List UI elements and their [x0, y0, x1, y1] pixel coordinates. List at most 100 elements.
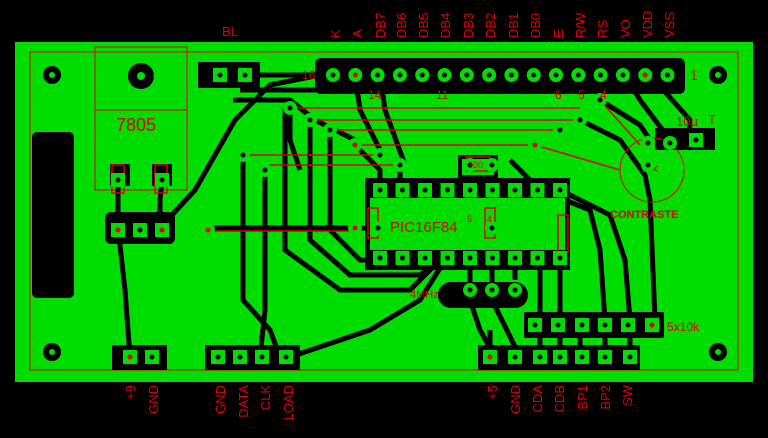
capacitor-label: 10µ	[676, 114, 698, 129]
top-label: VDD	[640, 11, 655, 38]
top-label: DB5	[416, 13, 431, 38]
top-label: DB7	[373, 13, 388, 38]
pad-hole	[352, 72, 358, 78]
pad-hole	[127, 354, 133, 360]
pin-number-4: 4	[600, 88, 607, 102]
pad-hole	[602, 354, 608, 360]
battery-slot	[32, 132, 74, 298]
top-header-labels: BL K A DB7 DB6 DB5 DB4 DB3 DB2 DB1 DB0 E…	[222, 11, 677, 39]
pad-hole	[557, 187, 563, 193]
pad-hole	[377, 152, 383, 158]
pad-hole	[645, 140, 651, 146]
top-label: RS	[595, 20, 610, 38]
pad-hole	[532, 322, 538, 328]
pad-hole	[579, 322, 585, 328]
pad-hole	[159, 177, 165, 183]
pad-hole	[259, 354, 265, 360]
top-label: A	[350, 29, 365, 38]
top-label: R/W	[573, 12, 588, 38]
pad-hole	[667, 140, 673, 146]
crystal-label: 4MHz	[410, 289, 439, 301]
pad-hole	[149, 354, 155, 360]
pad-hole	[645, 162, 651, 168]
top-label: E	[551, 29, 566, 38]
pad-hole	[262, 167, 268, 173]
pin-number-16: 16	[302, 68, 316, 82]
pad-hole	[512, 255, 518, 261]
pad-hole	[490, 187, 495, 193]
pad-hole	[217, 72, 223, 78]
pad-hole	[487, 354, 493, 360]
pad-hole	[283, 354, 289, 360]
pad-hole	[649, 322, 655, 328]
pad-hole	[620, 72, 626, 78]
small-resistor-label: 100	[468, 160, 483, 170]
pin-number-11: 11	[436, 88, 449, 102]
res-4-label: 4	[487, 214, 492, 224]
pad-hole	[115, 177, 121, 183]
pad-hole	[464, 72, 470, 78]
regulator-label: 7805	[116, 115, 156, 135]
mcu-label: PIC16F84	[390, 219, 458, 236]
pad-hole	[137, 227, 143, 233]
pad-hole	[555, 322, 561, 328]
bottom-label: CDB	[552, 385, 567, 412]
cap-polarity-label: T	[708, 112, 716, 127]
top-label: DB1	[506, 13, 521, 38]
pad-hole	[352, 142, 358, 148]
pad-hole	[665, 72, 670, 78]
pad-hole	[377, 187, 383, 193]
top-label: DB3	[461, 13, 476, 38]
pad-hole	[242, 72, 248, 78]
pin-number-1: 1	[690, 67, 698, 83]
silkscreen-wires	[111, 99, 641, 254]
pad-hole	[535, 187, 540, 193]
pad-hole	[489, 162, 495, 168]
pad-hole	[397, 162, 403, 168]
bottom-label: DATA	[236, 385, 251, 418]
pad-hole	[512, 354, 518, 360]
pad-hole	[397, 72, 403, 78]
board-outline	[29, 51, 739, 371]
pad-hole	[327, 127, 333, 133]
pad-hole	[486, 72, 492, 78]
pad-hole	[642, 72, 648, 78]
pad-hole	[442, 72, 447, 78]
pad-hole	[400, 255, 405, 261]
bottom-label: GND	[508, 385, 523, 414]
pad-hole	[419, 72, 425, 78]
pad-hole	[508, 72, 514, 78]
pad-hole	[557, 127, 563, 133]
bottom-label: +9	[123, 385, 138, 400]
pad-hole	[159, 227, 165, 233]
pad-hole	[422, 187, 428, 193]
pad-hole	[467, 255, 473, 261]
pad-hole	[532, 142, 538, 148]
pad-hole	[557, 354, 563, 360]
pad-hole	[598, 72, 604, 78]
pad-hole	[575, 72, 581, 78]
pad-hole	[307, 117, 313, 123]
bottom-label: +5	[485, 385, 500, 400]
pad-hole	[400, 187, 405, 193]
bottom-label: GND	[213, 385, 228, 414]
pad-hole	[602, 322, 608, 328]
pad-hole	[445, 255, 450, 261]
pad-hole	[467, 287, 473, 293]
pad-hole	[489, 287, 495, 293]
pad-hole	[422, 255, 428, 261]
pad-hole	[352, 225, 358, 231]
pad-hole	[237, 354, 243, 360]
bottom-label: LOAD	[281, 385, 296, 420]
bottom-header-labels: +9 GND GND DATA CLK LOAD +5 GND CDA CDB …	[123, 384, 635, 420]
bottom-label: SW	[620, 384, 635, 406]
resistor-array-label: 5x10k	[667, 320, 700, 334]
pad-hole	[625, 322, 631, 328]
pad-hole	[287, 105, 293, 111]
pads	[111, 68, 703, 364]
top-label: DB6	[394, 13, 409, 38]
pad-hole	[512, 187, 518, 193]
pad-hole	[215, 354, 221, 360]
top-label-bl: BL	[222, 24, 238, 39]
